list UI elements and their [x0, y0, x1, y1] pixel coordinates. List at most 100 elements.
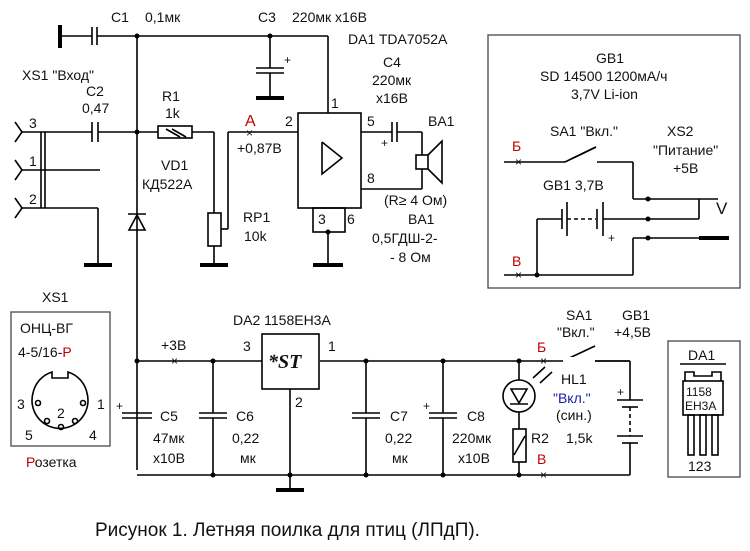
alt-box-switch: SA1 "Вкл." — [550, 123, 618, 139]
capacitor-c3: + — [256, 36, 291, 100]
da1-ref: DA1 TDA7052A — [348, 31, 448, 47]
capacitor-c2 — [91, 122, 158, 142]
c5-value: 47мк — [153, 430, 185, 446]
xs1-box-line2-suffix: Р — [62, 344, 71, 360]
sa1-ref: SA1 — [566, 307, 593, 323]
capacitor-c6 — [199, 361, 227, 475]
c6-ref: C6 — [236, 408, 254, 424]
xs1-box-line2: 4-5/16-Р — [18, 344, 72, 360]
pinout-line1: 1158 — [686, 385, 712, 399]
da1-pin8: 8 — [367, 170, 375, 186]
alt-box-battery: GB1 3,7В — [543, 177, 604, 193]
pinout-title: DA1 — [688, 347, 715, 363]
plus3v-mark: × — [171, 354, 178, 368]
xs1-box-pin2: 2 — [57, 405, 65, 421]
alt-box-socket-label: "Питание" — [653, 142, 718, 158]
c4-voltage: х16В — [376, 90, 408, 106]
rp1-ref: RP1 — [243, 209, 270, 225]
alt-switch-lever — [564, 146, 597, 163]
c8-value: 220мк — [452, 430, 492, 446]
alt-node-v-mark: × — [515, 268, 522, 282]
c7-unit: мк — [392, 450, 409, 466]
svg-text:+: + — [284, 53, 291, 67]
ba1-impedance: (R≥ 4 Ом) — [384, 192, 447, 208]
hl1-ref: HL1 — [561, 371, 587, 387]
ba1-model2: - 8 Ом — [390, 249, 431, 265]
ba1-ref: BA1 — [428, 113, 455, 129]
da2-pin2: 2 — [295, 394, 303, 410]
regulator-da2 — [261, 333, 320, 492]
c5-voltage: х10В — [153, 450, 185, 466]
da1-pin5: 5 — [367, 113, 375, 129]
plus3v-label: +3В — [161, 337, 186, 353]
xs1-box-pin3: 3 — [17, 396, 25, 412]
node-v-label: В — [537, 451, 546, 467]
ba1-model: 0,5ГДШ-2- — [372, 230, 438, 246]
c6-unit: мк — [240, 450, 257, 466]
switch-gap — [565, 158, 597, 166]
resistor-r1 — [157, 125, 215, 213]
c7-value: 0,22 — [385, 430, 412, 446]
node-b-mark: × — [540, 354, 547, 368]
alt-box-chem: 3,7V Li-ion — [571, 86, 638, 102]
node-a-voltage: +0,87В — [237, 140, 282, 156]
c2-value: 0,47 — [82, 100, 109, 116]
resistor-r2 — [512, 428, 527, 475]
da1-pin3: 3 — [318, 211, 326, 227]
alt-v-mark: V — [716, 199, 728, 218]
figure-caption: Рисунок 1. Летняя поилка для птиц (ЛПдП)… — [95, 520, 480, 541]
pinout-line2: ЕН3А — [685, 399, 716, 413]
junction — [134, 129, 140, 135]
amplifier-da1 — [297, 112, 362, 267]
c8-voltage: х10В — [458, 450, 490, 466]
junction — [134, 358, 140, 364]
xs1-box-footer-first: Р — [26, 454, 35, 470]
c8-ref: C8 — [467, 408, 485, 424]
da1-pin1: 1 — [331, 95, 339, 111]
c3-value: 220мк х16В — [292, 9, 367, 25]
xs1-ref: XS1 "Вход" — [22, 67, 94, 83]
node-b-label: Б — [537, 339, 546, 355]
svg-text:+: + — [423, 399, 430, 413]
input-connector-xs1 — [14, 121, 112, 267]
xs1-box-line2-prefix: 4-5/16- — [18, 344, 63, 360]
da1-pin2: 2 — [285, 113, 293, 129]
switch-gap — [563, 357, 595, 365]
xs1-box-footer-rest: озетка — [35, 454, 77, 470]
r2-value: 1,5k — [566, 430, 593, 446]
c1-value: 0,1мк — [145, 9, 181, 25]
r1-value: 1k — [165, 105, 181, 121]
connector-pinout-box — [10, 311, 111, 447]
node-a-mark: × — [246, 126, 253, 140]
gb1-ref: GB1 — [622, 307, 650, 323]
alt-node-b-mark: × — [515, 155, 522, 169]
node-a-label: A — [245, 113, 256, 130]
xs1-box-pin5: 5 — [25, 427, 33, 443]
svg-text:+: + — [617, 385, 624, 399]
xs1-box-pin4: 4 — [89, 427, 97, 443]
da2-ref: DA2 1158ЕН3А — [233, 312, 331, 328]
xs1-box-footer: Розетка — [26, 454, 77, 470]
led-hl1 — [502, 361, 553, 429]
battery-gb1: + — [617, 361, 643, 475]
svg-text:+: + — [381, 136, 388, 150]
vd1-value: КД522А — [142, 176, 193, 192]
capacitor-c8: + — [423, 361, 457, 475]
alt-box-spec: SD 14500 1200мА/ч — [540, 68, 667, 84]
c3-ref: C3 — [258, 9, 276, 25]
svg-text:+: + — [116, 399, 123, 413]
da1-pin6: 6 — [347, 211, 355, 227]
xs1-box-line1: ОНЦ-ВГ — [20, 320, 73, 336]
pinout-pins: 123 — [688, 458, 712, 474]
c5-ref: C5 — [160, 408, 178, 424]
potentiometer-rp1 — [200, 131, 298, 267]
da2-pin3: 3 — [243, 338, 251, 354]
da2-pin1: 1 — [328, 338, 336, 354]
alt-box-title: GB1 — [596, 50, 624, 66]
c7-ref: C7 — [390, 408, 408, 424]
r1-ref: R1 — [162, 88, 180, 104]
c6-value: 0,22 — [232, 430, 259, 446]
hl1-label: "Вкл." — [553, 390, 591, 406]
xs1-box-pin1: 1 — [97, 396, 105, 412]
